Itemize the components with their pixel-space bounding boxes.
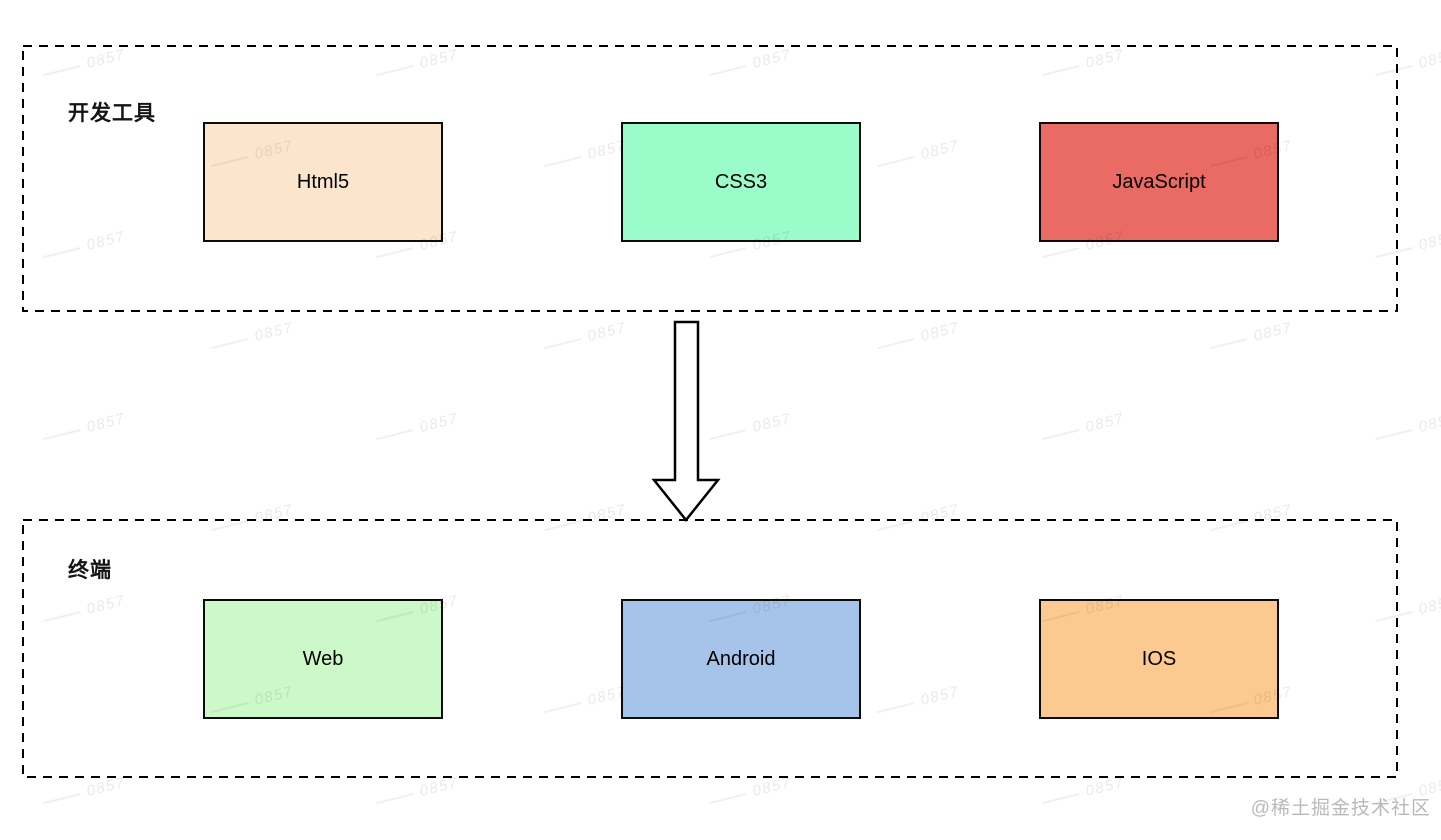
node-javascript: JavaScript bbox=[1039, 122, 1279, 242]
down-arrow-icon bbox=[651, 320, 721, 523]
node-android: Android bbox=[621, 599, 861, 719]
node-web: Web bbox=[203, 599, 443, 719]
node-ios: IOS bbox=[1039, 599, 1279, 719]
node-html5: Html5 bbox=[203, 122, 443, 242]
dev-tools-group-outline bbox=[22, 45, 1398, 312]
group-label-dev-tools: 开发工具 bbox=[68, 102, 156, 125]
node-css3: CSS3 bbox=[621, 122, 861, 242]
attribution-watermark: @稀土掘金技术社区 bbox=[1250, 798, 1431, 819]
group-label-terminals: 终端 bbox=[68, 559, 112, 582]
